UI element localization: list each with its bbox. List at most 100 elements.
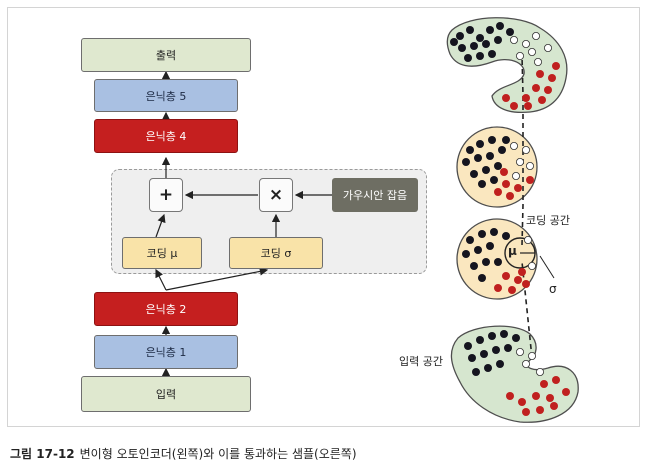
hidden-layer-1: 은닉층 1 [94,335,238,369]
sample-dot [518,398,526,406]
sample-dot [488,332,496,340]
sample-dot [474,154,482,162]
sigma-label: σ [549,282,557,296]
sample-dot [524,235,533,244]
sample-dot [506,392,514,400]
sample-dot [546,394,554,402]
sample-dot [536,406,544,414]
sample-dot [509,36,518,45]
sample-dot [486,152,494,160]
hidden5-label: 은닉층 5 [145,89,187,103]
sample-dot [532,32,541,41]
sample-dot [488,50,496,58]
sample-dot [478,180,486,188]
hidden-layer-2: 은닉층 2 [94,292,238,326]
sample-dot [526,161,535,170]
sample-dot [522,145,531,154]
sample-dot [562,388,570,396]
sample-dot [466,26,474,34]
sample-dot [482,40,490,48]
sample-dot [544,44,553,53]
sample-dot [466,236,474,244]
sample-dot [506,28,514,36]
sample-dot [500,330,508,338]
sample-dot [476,336,484,344]
hidden-layer-4: 은닉층 4 [94,119,238,153]
sample-dot [522,359,531,368]
sample-dot [476,140,484,148]
sample-dot [552,376,560,384]
sample-dot [550,402,558,410]
sample-dot [518,268,526,276]
mu-label: μ [508,244,517,258]
sample-dot [510,102,518,110]
sample-dot [516,157,525,166]
hidden1-label: 은닉층 1 [145,346,187,359]
sample-dot [494,188,502,196]
sample-dot [504,344,512,352]
sample-dot [466,146,474,154]
sample-dot [516,52,525,61]
sample-dot [488,136,496,144]
sample-dot [486,26,494,34]
coding-mu-label: 코딩 μ [146,247,178,260]
sample-dot [522,280,530,288]
sample-dot [528,261,537,270]
sample-dot [498,146,506,154]
output-label: 출력 [155,49,177,62]
sample-dot [508,286,516,294]
sample-dot [516,347,525,356]
noise-label: 가우시안 잡음 [342,189,408,202]
sample-dot [478,274,486,282]
figure-caption: 그림 17-12 변이형 오토인코더(왼쪽)와 이를 통과하는 샘플(오른쪽) [10,445,357,462]
sigma-leader [539,255,555,279]
gaussian-noise-box: 가우시안 잡음 [332,178,418,212]
arrow-h2-mu [155,268,167,291]
caption-text: 변이형 오토인코더(왼쪽)와 이를 통과하는 샘플(오른쪽) [79,447,357,461]
sample-dot [548,74,556,82]
sample-dot [478,230,486,238]
sample-dot [492,346,500,354]
sample-dot [500,168,508,176]
sample-dot [490,228,498,236]
sample-dot [456,32,464,40]
input-label: 입력 [155,388,177,401]
sample-dot [470,170,478,178]
sample-dot [532,84,540,92]
sample-dot [450,38,458,46]
sample-dot [482,258,490,266]
arrow-mu-plus [155,213,166,238]
sample-dot [470,42,478,50]
times-symbol: × [268,185,284,205]
sample-dot [502,94,510,102]
sample-dot [476,34,484,42]
sample-dot [494,284,502,292]
sample-dot [502,136,510,144]
sample-dot [496,360,504,368]
sample-dot [502,232,510,240]
sample-dot [480,350,488,358]
sample-dot [462,250,470,258]
arrow-h2-sigma [165,267,269,291]
hidden-layer-5: 은닉층 5 [94,79,238,112]
sample-dot [536,70,544,78]
sample-dot [474,246,482,254]
figure-number: 그림 17-12 [10,447,75,461]
output-layer: 출력 [81,38,251,72]
sample-dot [536,367,545,376]
sample-dot [468,354,476,362]
sample-dot [544,86,552,94]
times-operator: × [259,178,293,212]
right-panel [446,17,579,423]
sample-dot [494,258,502,266]
sample-dot [490,176,498,184]
coding-sigma-label: 코딩 σ [260,247,292,260]
hidden2-label: 은닉층 2 [145,303,187,316]
sample-dot [506,192,514,200]
sample-dot [484,364,492,372]
sample-dot [514,184,522,192]
sample-dot [486,242,494,250]
sample-dot [534,58,543,67]
sample-dot [472,368,480,376]
